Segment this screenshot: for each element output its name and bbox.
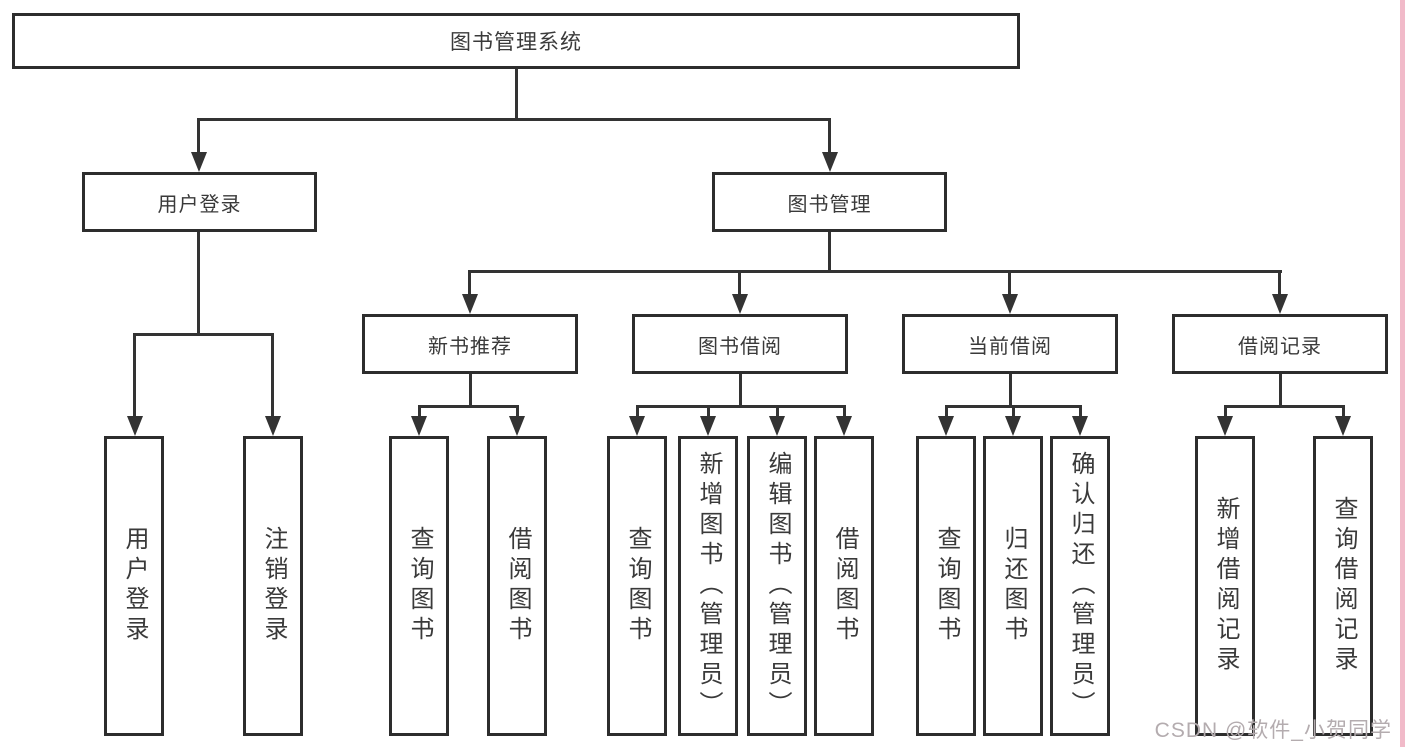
arrowhead-borrow-leaf3 (769, 416, 785, 436)
node-book-borrowing: 图书借阅 (632, 314, 848, 374)
node-current-borrowing: 当前借阅 (902, 314, 1118, 374)
leaf-current-query-books: 查询图书 (916, 436, 976, 736)
connector-user-bus (133, 333, 274, 336)
leaf-borrow-query-books-label: 查询图书 (624, 526, 651, 646)
leaf-user-login-label: 用户登录 (121, 526, 148, 646)
arrowhead-user (191, 152, 207, 172)
leaf-recommend-query-books-label: 查询图书 (406, 526, 433, 646)
leaf-add-borrow-record-label: 新增借阅记录 (1212, 496, 1239, 676)
connector-drop-borrow-leaf3 (776, 405, 779, 420)
arrowhead-recommend-leaf1 (411, 416, 427, 436)
node-root-label: 图书管理系统 (450, 31, 582, 54)
arrowhead-recommend-leaf2 (509, 416, 525, 436)
leaf-recommend-query-books: 查询图书 (389, 436, 449, 736)
arrowhead-borrow-leaf4 (836, 416, 852, 436)
connector-records-stub (1279, 374, 1282, 407)
connector-level3-bus (468, 270, 1282, 273)
leaf-query-borrow-record-label: 查询借阅记录 (1330, 496, 1357, 676)
leaf-logout: 注销登录 (243, 436, 303, 736)
leaf-confirm-return-admin-label: 确认归还（管理员） (1067, 451, 1094, 721)
arrowhead-records-leaf2 (1335, 416, 1351, 436)
arrowhead-current-leaf2 (1005, 416, 1021, 436)
arrowhead-borrow (732, 294, 748, 314)
connector-drop-records-leaf1 (1224, 405, 1227, 420)
connector-records-bus (1224, 405, 1345, 408)
connector-drop-user-leaf2 (271, 333, 274, 418)
connector-drop-records-leaf2 (1342, 405, 1345, 420)
node-root: 图书管理系统 (12, 13, 1020, 69)
node-book-borrowing-label: 图书借阅 (698, 335, 782, 358)
arrowhead-user-leaf1 (127, 416, 143, 436)
leaf-recommend-borrow-books: 借阅图书 (487, 436, 547, 736)
connector-borrow-bus (636, 405, 846, 408)
right-edge-strip (1400, 0, 1405, 747)
connector-recommend-bus (418, 405, 519, 408)
node-user-login-label: 用户登录 (157, 193, 242, 216)
leaf-add-books-admin-label: 新增图书（管理员） (695, 451, 722, 721)
connector-root-stub (515, 69, 518, 120)
node-book-mgmt: 图书管理 (712, 172, 947, 232)
connector-drop-current-leaf3 (1079, 405, 1082, 420)
arrowhead-current (1002, 294, 1018, 314)
connector-book-stub (828, 232, 831, 272)
connector-current-stub (1009, 374, 1012, 407)
csdn-watermark: CSDN @软件_小贺同学 (1154, 719, 1392, 742)
arrowhead-user-leaf2 (265, 416, 281, 436)
node-book-mgmt-label: 图书管理 (787, 193, 872, 216)
connector-drop-current-leaf2 (1012, 405, 1015, 420)
leaf-confirm-return-admin: 确认归还（管理员） (1050, 436, 1110, 736)
leaf-current-query-books-label: 查询图书 (933, 526, 960, 646)
leaf-logout-label: 注销登录 (260, 526, 287, 646)
arrowhead-borrow-leaf2 (700, 416, 716, 436)
arrowhead-book (822, 152, 838, 172)
leaf-borrow-borrow-books-label: 借阅图书 (831, 526, 858, 646)
leaf-borrow-query-books: 查询图书 (607, 436, 667, 736)
connector-drop-current-leaf1 (945, 405, 948, 420)
connector-drop-records (1278, 270, 1281, 298)
connector-borrow-stub (739, 374, 742, 407)
leaf-recommend-borrow-books-label: 借阅图书 (504, 526, 531, 646)
node-user-login: 用户登录 (82, 172, 317, 232)
arrowhead-records-leaf1 (1217, 416, 1233, 436)
connector-drop-user-leaf1 (133, 333, 136, 418)
leaf-add-books-admin: 新增图书（管理员） (678, 436, 738, 736)
leaf-edit-books-admin-label: 编辑图书（管理员） (764, 451, 791, 721)
arrowhead-recommend (462, 294, 478, 314)
node-borrow-records: 借阅记录 (1172, 314, 1388, 374)
connector-drop-recommend-leaf1 (418, 405, 421, 420)
node-current-borrowing-label: 当前借阅 (968, 335, 1052, 358)
connector-drop-recommend (468, 270, 471, 298)
node-new-book-recommend: 新书推荐 (362, 314, 578, 374)
leaf-user-login: 用户登录 (104, 436, 164, 736)
node-new-book-recommend-label: 新书推荐 (428, 335, 512, 358)
connector-drop-recommend-leaf2 (516, 405, 519, 420)
arrowhead-borrow-leaf1 (629, 416, 645, 436)
node-borrow-records-label: 借阅记录 (1238, 335, 1322, 358)
connector-user-stub (197, 232, 200, 336)
leaf-borrow-borrow-books: 借阅图书 (814, 436, 874, 736)
connector-drop-user (197, 118, 200, 156)
connector-drop-borrow-leaf1 (636, 405, 639, 420)
connector-drop-borrow-leaf4 (843, 405, 846, 420)
connector-drop-borrow-leaf2 (707, 405, 710, 420)
connector-drop-current (1008, 270, 1011, 298)
leaf-return-books-label: 归还图书 (1000, 526, 1027, 646)
arrowhead-current-leaf3 (1072, 416, 1088, 436)
leaf-return-books: 归还图书 (983, 436, 1043, 736)
arrowhead-records (1272, 294, 1288, 314)
leaf-query-borrow-record: 查询借阅记录 (1313, 436, 1373, 736)
connector-drop-book (828, 118, 831, 156)
leaf-edit-books-admin: 编辑图书（管理员） (747, 436, 807, 736)
connector-drop-borrow (738, 270, 741, 298)
arrowhead-current-leaf1 (938, 416, 954, 436)
connector-level2-bus (197, 118, 831, 121)
leaf-add-borrow-record: 新增借阅记录 (1195, 436, 1255, 736)
connector-recommend-stub (469, 374, 472, 407)
